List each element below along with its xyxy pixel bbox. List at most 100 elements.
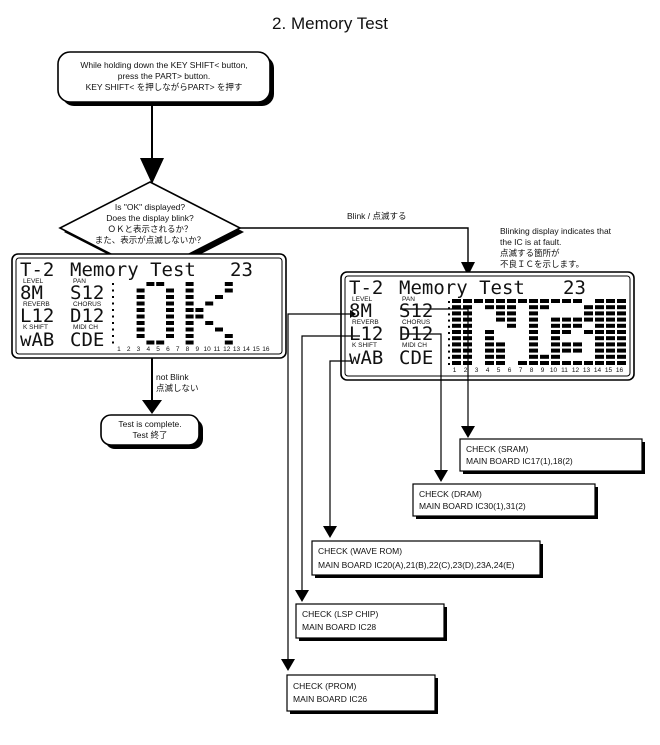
lcd-column-number: 5	[156, 346, 160, 353]
lcd-bar-cell	[452, 305, 461, 310]
check-detail: MAIN BOARD IC28	[302, 622, 377, 632]
lcd-column-number: 9	[195, 346, 200, 353]
lcd-separator-dot	[448, 350, 450, 353]
lcd-bar-cell	[551, 330, 560, 334]
lcd-bar-cell	[595, 342, 604, 347]
lcd-column-number: 14	[593, 367, 602, 374]
check-title: CHECK (PROM)	[293, 681, 357, 691]
check-title: CHECK (DRAM)	[419, 489, 482, 499]
lcd-bar-cell	[507, 323, 516, 328]
lcd-column-number: 12	[571, 367, 580, 374]
lcd-separator-dot	[448, 363, 450, 365]
lcd-bar-cell	[562, 323, 571, 328]
lcd-separator-dot	[448, 332, 450, 334]
check-detail: MAIN BOARD IC20(A),21(B),22(C),23(D),23A…	[318, 560, 515, 570]
lcd-bar-cell	[617, 342, 626, 347]
lcd-bar-cell	[595, 299, 604, 303]
lcd-left-value-wab: wAB	[20, 329, 55, 351]
lcd-column-number: 3	[136, 346, 141, 353]
decision-line: また、表示が点滅しないか？	[94, 235, 206, 245]
lcd-right-label-level: LEVEL	[352, 296, 373, 303]
lcd-separator-dot	[448, 344, 450, 347]
lcd-bar-cell	[551, 354, 560, 359]
lcd-bar-cell	[606, 330, 615, 334]
blink-note-line: 点滅する箇所が	[500, 248, 560, 258]
lcd-bar-cell	[606, 323, 615, 328]
lcd-right-value-wab: wAB	[349, 347, 384, 369]
lcd-bar-cell	[529, 342, 538, 347]
lcd-bar-cell	[485, 336, 494, 341]
lcd-bar-cell	[551, 317, 560, 322]
connector-wab-to-waverom	[329, 360, 352, 528]
lcd-bar-cell	[185, 308, 194, 312]
lcd-bar-cell	[485, 305, 494, 310]
lcd-bar-cell	[562, 348, 571, 353]
lcd-bar-cell	[540, 361, 549, 365]
arrowhead-sram	[461, 426, 475, 438]
lcd-bar-cell	[195, 308, 204, 312]
check-box-prom-shape	[286, 674, 438, 714]
lcd-bar-cell	[617, 354, 626, 359]
check-title: CHECK (WAVE ROM)	[318, 546, 403, 556]
lcd-bar-cell	[584, 311, 593, 316]
lcd-left-label-reverb: REVERB	[23, 301, 50, 308]
lcd-left-label-chorus: CHORUS	[73, 301, 102, 308]
blink-note-line: the IC is at fault.	[500, 237, 562, 247]
lcd-right-label-kshift: K SHIFT	[352, 342, 377, 349]
lcd-bar-cell	[529, 354, 538, 359]
lcd-right-separator-dots	[448, 301, 450, 365]
lcd-separator-dot	[112, 335, 114, 337]
lcd-right-bar-cells	[452, 299, 626, 365]
lcd-column-number: 7	[175, 346, 180, 353]
lcd-left-number: 23	[230, 259, 253, 281]
check-detail: MAIN BOARD IC26	[293, 694, 368, 704]
lcd-right-value-cde: CDE	[399, 347, 434, 369]
lcd-separator-dot	[112, 315, 114, 318]
lcd-separator-dot	[448, 301, 450, 303]
check-box-sram-shape	[459, 438, 645, 474]
lcd-bar-cell	[452, 348, 461, 353]
check-detail: MAIN BOARD IC17(1),18(2)	[466, 456, 573, 466]
lcd-bar-cell	[496, 361, 505, 365]
lcd-bar-cell	[562, 299, 571, 303]
connector-l12-to-lsp	[301, 335, 360, 592]
lcd-bar-cell	[185, 301, 194, 306]
lcd-column-number: 8	[185, 346, 190, 353]
lcd-bar-cell	[617, 317, 626, 322]
decision-line: Does the display blink?	[106, 213, 194, 223]
lcd-bar-cell	[595, 330, 604, 334]
lcd-separator-dot	[112, 296, 114, 298]
lcd-bar-cell	[584, 330, 593, 334]
lcd-right-label-reverb: REVERB	[352, 319, 379, 326]
lcd-separator-dot	[448, 325, 450, 328]
lcd-bar-cell	[551, 336, 560, 341]
lcd-bar-cell	[540, 299, 549, 303]
lcd-left-value-d12: D12	[70, 305, 105, 327]
lcd-column-number: 6	[507, 367, 512, 374]
lcd-bar-cell	[573, 342, 582, 347]
lcd-column-number: 1	[117, 346, 121, 353]
lcd-bar-cell	[136, 308, 145, 312]
lcd-bar-cell	[463, 305, 472, 310]
lcd-bar-cell	[507, 299, 516, 303]
lcd-bar-cell	[562, 330, 571, 334]
lcd-column-number: 16	[262, 346, 270, 353]
lcd-bar-cell	[562, 342, 571, 347]
lcd-bar-cell	[540, 354, 549, 359]
lcd-bar-cell	[529, 330, 538, 334]
end-box-shape	[100, 414, 203, 449]
lcd-bar-cell	[617, 348, 626, 353]
lcd-bar-cell	[136, 321, 145, 325]
lcd-column-number: 2	[126, 346, 131, 353]
lcd-bar-cell	[496, 348, 505, 353]
lcd-left-value-s12: S12	[70, 282, 105, 304]
connector-d12-to-dram	[401, 333, 442, 472]
lcd-bar-cell	[185, 340, 194, 345]
lcd-column-number: 11	[213, 346, 221, 353]
lcd-bar-cell	[529, 299, 538, 303]
check-box-dram-shape	[412, 483, 598, 519]
arrowhead-not-blink	[142, 400, 162, 414]
lcd-bar-cell	[156, 282, 165, 286]
lcd-bar-cell	[540, 305, 549, 310]
lcd-bar-cell	[573, 317, 582, 322]
